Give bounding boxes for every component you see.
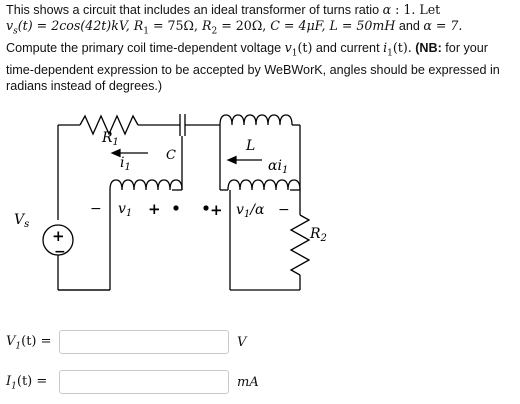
secondary-minus: − <box>278 202 290 218</box>
vs-subscript: s <box>13 26 18 37</box>
r2-subscript: 2 <box>211 26 218 37</box>
v1-answer-label: V1(t) = <box>6 334 52 352</box>
r1-label: R1 <box>101 130 119 148</box>
primary-minus: − <box>90 201 102 217</box>
r1-value: = 75Ω, <box>148 18 203 34</box>
i1-answer-input[interactable] <box>59 370 229 394</box>
primary-coil <box>109 179 183 191</box>
r1-resistor <box>79 114 139 136</box>
i1-subscript: 1 <box>387 48 393 59</box>
vs-label: Vs <box>14 212 29 230</box>
primary-voltage-label: v1 <box>118 201 132 219</box>
i1-arrow-icon <box>110 148 121 158</box>
i1-symbol: i <box>383 40 388 56</box>
secondary-polarity-dot <box>203 205 209 211</box>
l-value: L = 50mH <box>329 18 396 34</box>
ai1-arrow-icon <box>226 155 237 165</box>
vs-symbol: v <box>6 18 14 34</box>
i1-arg: (t). <box>392 40 412 56</box>
source-plus: + <box>52 227 65 245</box>
secondary-plus: + <box>210 201 223 219</box>
r1-symbol: R <box>133 18 144 34</box>
c-value: C = 4μF, <box>270 18 330 34</box>
alpha-symbol: α <box>382 2 392 17</box>
and-text: and <box>395 19 424 34</box>
v1-subscript: 1 <box>291 48 298 59</box>
problem-text-4: for your time-dependent expression to be… <box>6 41 500 94</box>
problem-text-1: This shows a circuit that includes an id… <box>6 3 383 17</box>
problem-text-3: and current <box>312 41 384 56</box>
ai1-label: αi1 <box>268 158 288 176</box>
v1-answer-input[interactable] <box>59 330 229 354</box>
primary-plus: + <box>148 200 161 218</box>
alpha-value: α = 7. <box>423 18 463 34</box>
circuit-diagram: R1 L C i1 αi1 Vs + − − v1 + + v1/α − R2 <box>14 114 327 291</box>
inductor <box>219 114 293 126</box>
r1-subscript: 1 <box>143 26 149 37</box>
v1-symbol: v <box>284 40 292 56</box>
problem-statement: This shows a circuit that includes an id… <box>6 2 512 95</box>
i1-label: i1 <box>120 155 131 173</box>
current-arrows <box>110 148 262 165</box>
r2-symbol: R <box>202 18 212 34</box>
r2-label: R2 <box>309 226 327 244</box>
problem-text-2: Compute the primary coil time-dependent … <box>6 41 285 56</box>
source-minus: − <box>54 244 66 260</box>
secondary-voltage-label: v1/α <box>236 202 265 220</box>
l-label: L <box>245 138 255 154</box>
nb-label: (NB: <box>411 41 442 56</box>
r2-resistor <box>289 214 311 276</box>
i1-answer-unit: mA <box>237 375 259 390</box>
r2-value: = 20Ω, <box>217 18 271 34</box>
vs-expression: (t) = 2cos(42t)kV, <box>17 18 134 34</box>
circuit-wires <box>42 114 311 291</box>
v1-arg: (t) <box>297 40 313 56</box>
c-label: C <box>166 148 176 163</box>
ratio-text: : 1. Let <box>391 2 441 17</box>
v1-answer-unit: V <box>237 335 247 350</box>
primary-polarity-dot <box>173 205 179 211</box>
i1-answer-label: I1(t) = <box>6 374 48 392</box>
secondary-coil <box>227 179 301 191</box>
